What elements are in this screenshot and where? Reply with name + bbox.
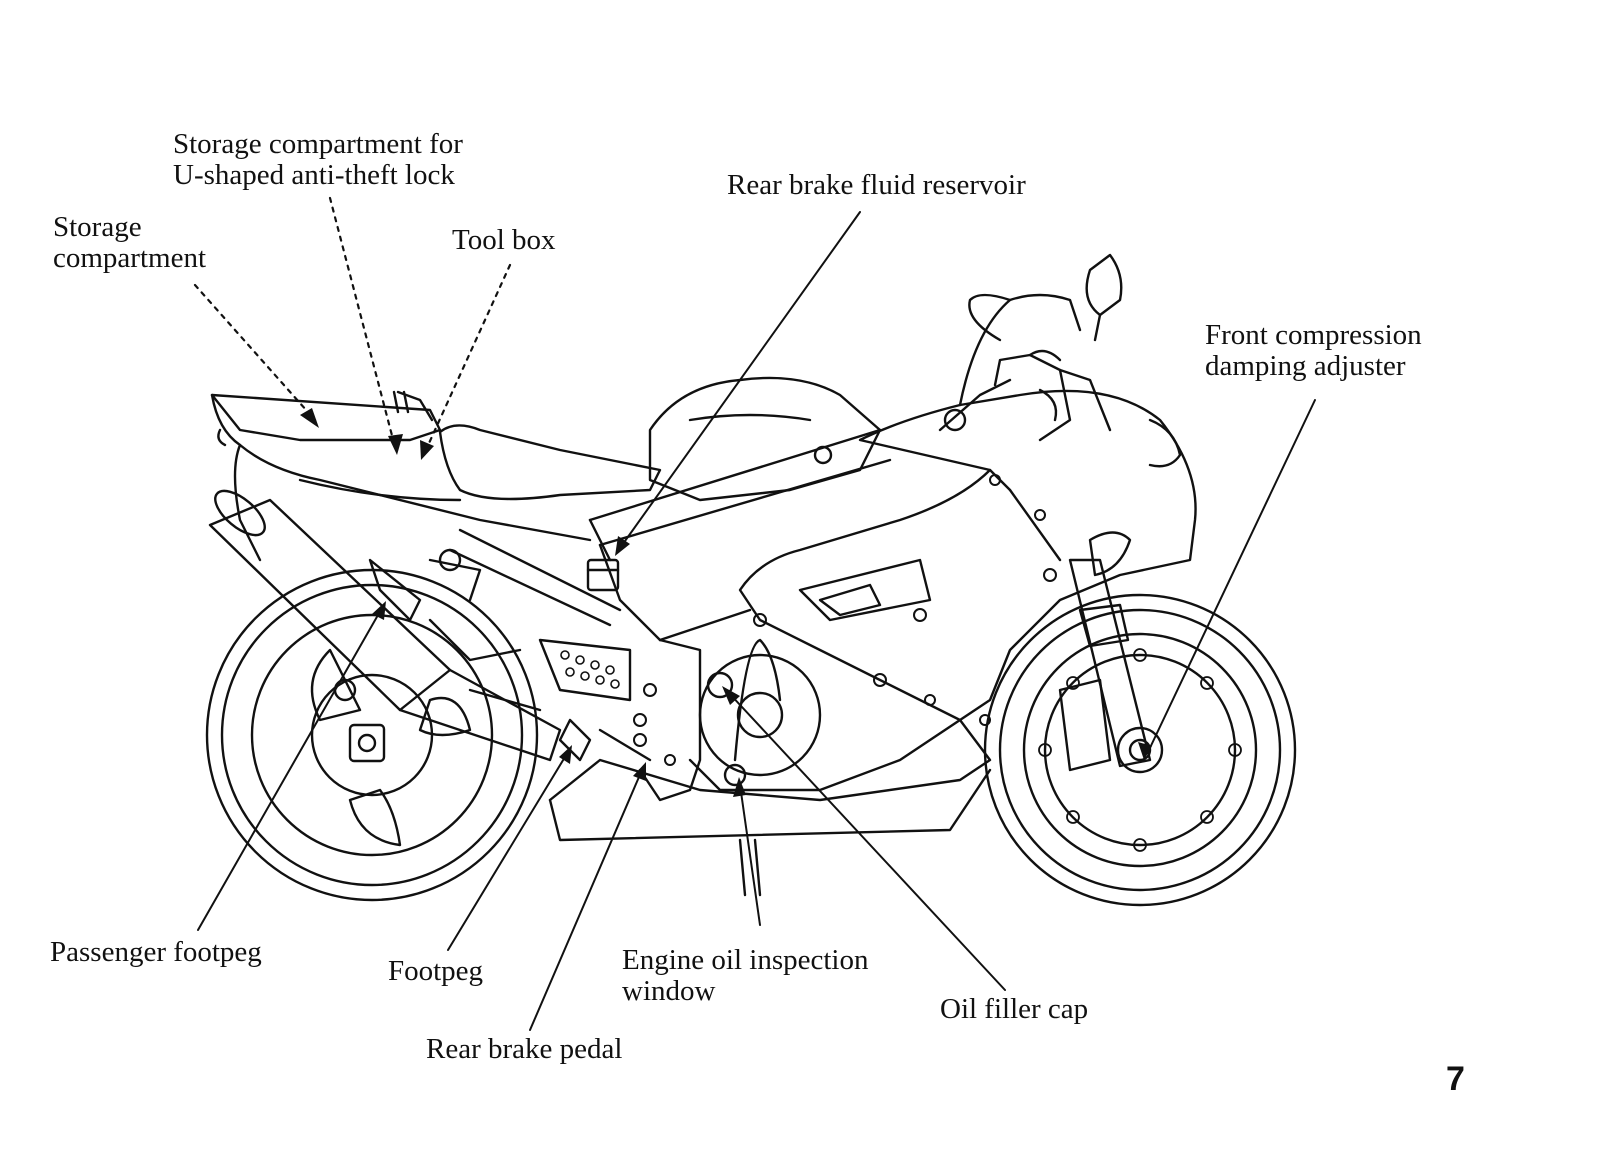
passenger-footpeg-bracket <box>368 548 482 622</box>
fairing <box>738 253 1197 726</box>
label-front-compression-damping-adjuster: Front compression damping adjuster <box>1205 319 1422 382</box>
label-storage-compartment: Storage compartment <box>53 211 207 274</box>
label-rear-brake-fluid-reservoir: Rear brake fluid reservoir <box>727 169 1026 201</box>
frame <box>448 428 892 642</box>
handlebar <box>938 349 1112 442</box>
label-passenger-footpeg: Passenger footpeg <box>50 936 262 968</box>
label-rear-brake-pedal: Rear brake pedal <box>426 1033 623 1065</box>
tail-cowl <box>210 390 592 562</box>
engine <box>548 638 992 897</box>
label-footpeg: Footpeg <box>388 955 484 987</box>
rear-wheel <box>205 568 539 902</box>
reservoir <box>586 558 620 592</box>
arrowheads <box>300 408 1152 797</box>
label-engine-oil-inspection-window: Engine oil inspection window <box>622 944 869 1007</box>
label-oil-filler-cap: Oil filler cap <box>940 993 1089 1025</box>
front-wheel <box>983 593 1297 907</box>
seat <box>298 424 662 502</box>
page-number: 7 <box>1446 1060 1465 1098</box>
leader-lines-dotted <box>193 196 512 454</box>
label-tool-box: Tool box <box>452 224 556 256</box>
front-fork <box>1068 558 1152 768</box>
rider-footpeg-plate <box>538 638 652 762</box>
leader-lines-solid <box>197 211 1316 1031</box>
exhaust-muffler <box>208 489 562 762</box>
fuel-tank <box>648 376 882 502</box>
label-storage-compartment-u-lock: Storage compartment for U-shaped anti-th… <box>173 128 463 191</box>
